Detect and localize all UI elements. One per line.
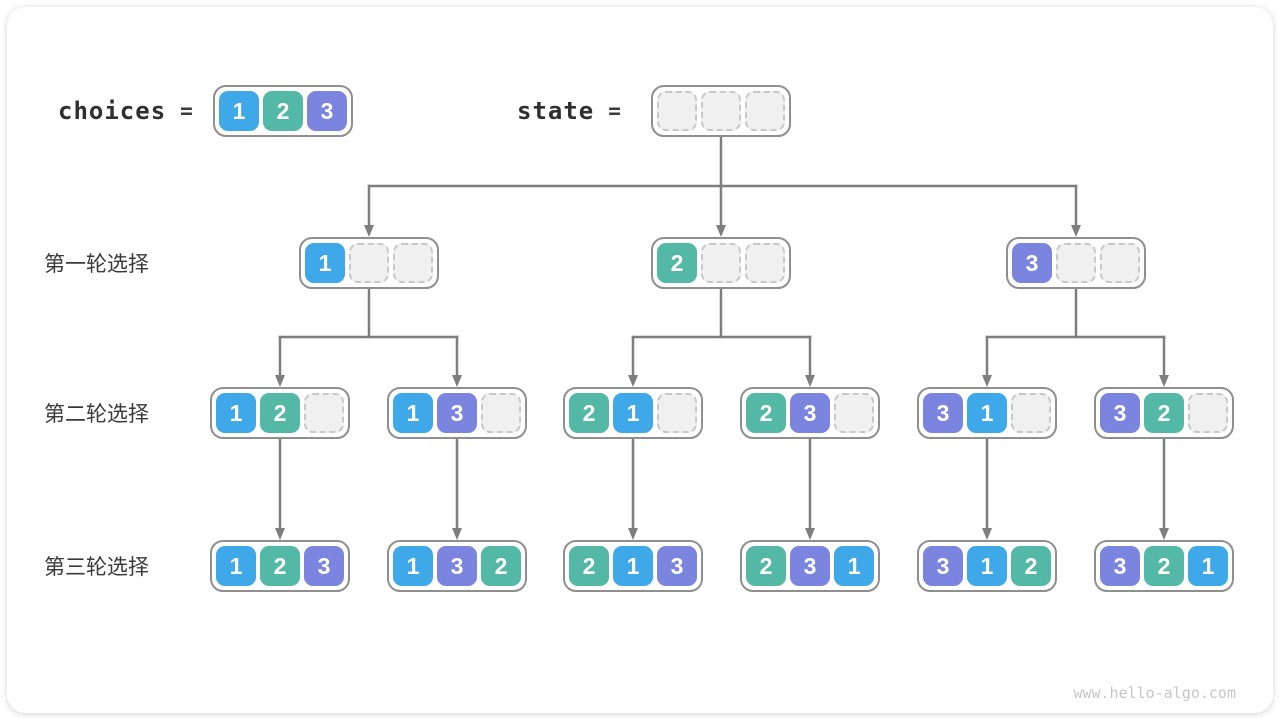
empty-cell bbox=[349, 243, 389, 283]
value-cell: 1 bbox=[305, 243, 345, 283]
value-cell: 2 bbox=[1144, 393, 1184, 433]
value-cell: 3 bbox=[657, 546, 697, 586]
tree-node-r1-3: 3 bbox=[1006, 237, 1146, 289]
choices-label: choices bbox=[58, 97, 167, 125]
state-label-group: state = bbox=[517, 85, 622, 137]
value-cell: 3 bbox=[437, 546, 477, 586]
tree-node-r1-1: 1 bbox=[299, 237, 439, 289]
diagram-card bbox=[7, 7, 1273, 713]
value-cell: 3 bbox=[307, 91, 347, 131]
value-cell: 3 bbox=[923, 393, 963, 433]
empty-cell bbox=[393, 243, 433, 283]
value-cell: 3 bbox=[304, 546, 344, 586]
empty-cell bbox=[745, 243, 785, 283]
state-equals-sign: = bbox=[608, 99, 622, 123]
state-label: state bbox=[517, 97, 595, 125]
value-cell: 2 bbox=[1144, 546, 1184, 586]
value-cell: 1 bbox=[834, 546, 874, 586]
value-cell: 2 bbox=[260, 393, 300, 433]
empty-cell bbox=[701, 243, 741, 283]
empty-cell bbox=[1100, 243, 1140, 283]
empty-cell bbox=[701, 91, 741, 131]
empty-cell bbox=[834, 393, 874, 433]
value-cell: 2 bbox=[746, 546, 786, 586]
value-cell: 1 bbox=[967, 393, 1007, 433]
empty-cell bbox=[1188, 393, 1228, 433]
empty-cell bbox=[1011, 393, 1051, 433]
value-cell: 1 bbox=[393, 393, 433, 433]
round-2-label: 第二轮选择 bbox=[44, 403, 149, 426]
value-cell: 3 bbox=[1100, 546, 1140, 586]
value-cell: 3 bbox=[1012, 243, 1052, 283]
tree-node-r1-2: 2 bbox=[651, 237, 791, 289]
state-array bbox=[651, 85, 791, 137]
choices-equals-sign: = bbox=[180, 99, 194, 123]
empty-cell bbox=[657, 91, 697, 131]
value-cell: 1 bbox=[216, 546, 256, 586]
round-1-label: 第一轮选择 bbox=[44, 253, 149, 276]
value-cell: 2 bbox=[746, 393, 786, 433]
watermark: www.hello-algo.com bbox=[1073, 684, 1236, 702]
value-cell: 1 bbox=[393, 546, 433, 586]
value-cell: 2 bbox=[263, 91, 303, 131]
empty-cell bbox=[481, 393, 521, 433]
value-cell: 3 bbox=[1100, 393, 1140, 433]
value-cell: 1 bbox=[219, 91, 259, 131]
value-cell: 3 bbox=[437, 393, 477, 433]
value-cell: 2 bbox=[1011, 546, 1051, 586]
value-cell: 2 bbox=[481, 546, 521, 586]
empty-cell bbox=[745, 91, 785, 131]
value-cell: 3 bbox=[923, 546, 963, 586]
value-cell: 3 bbox=[790, 393, 830, 433]
value-cell: 2 bbox=[260, 546, 300, 586]
value-cell: 2 bbox=[657, 243, 697, 283]
empty-cell bbox=[657, 393, 697, 433]
value-cell: 2 bbox=[569, 546, 609, 586]
value-cell: 1 bbox=[613, 546, 653, 586]
empty-cell bbox=[1056, 243, 1096, 283]
choices-label-group: choices = bbox=[58, 85, 194, 137]
empty-cell bbox=[304, 393, 344, 433]
value-cell: 1 bbox=[1188, 546, 1228, 586]
value-cell: 1 bbox=[613, 393, 653, 433]
value-cell: 3 bbox=[790, 546, 830, 586]
value-cell: 1 bbox=[216, 393, 256, 433]
value-cell: 2 bbox=[569, 393, 609, 433]
value-cell: 1 bbox=[967, 546, 1007, 586]
round-3-label: 第三轮选择 bbox=[44, 556, 149, 579]
